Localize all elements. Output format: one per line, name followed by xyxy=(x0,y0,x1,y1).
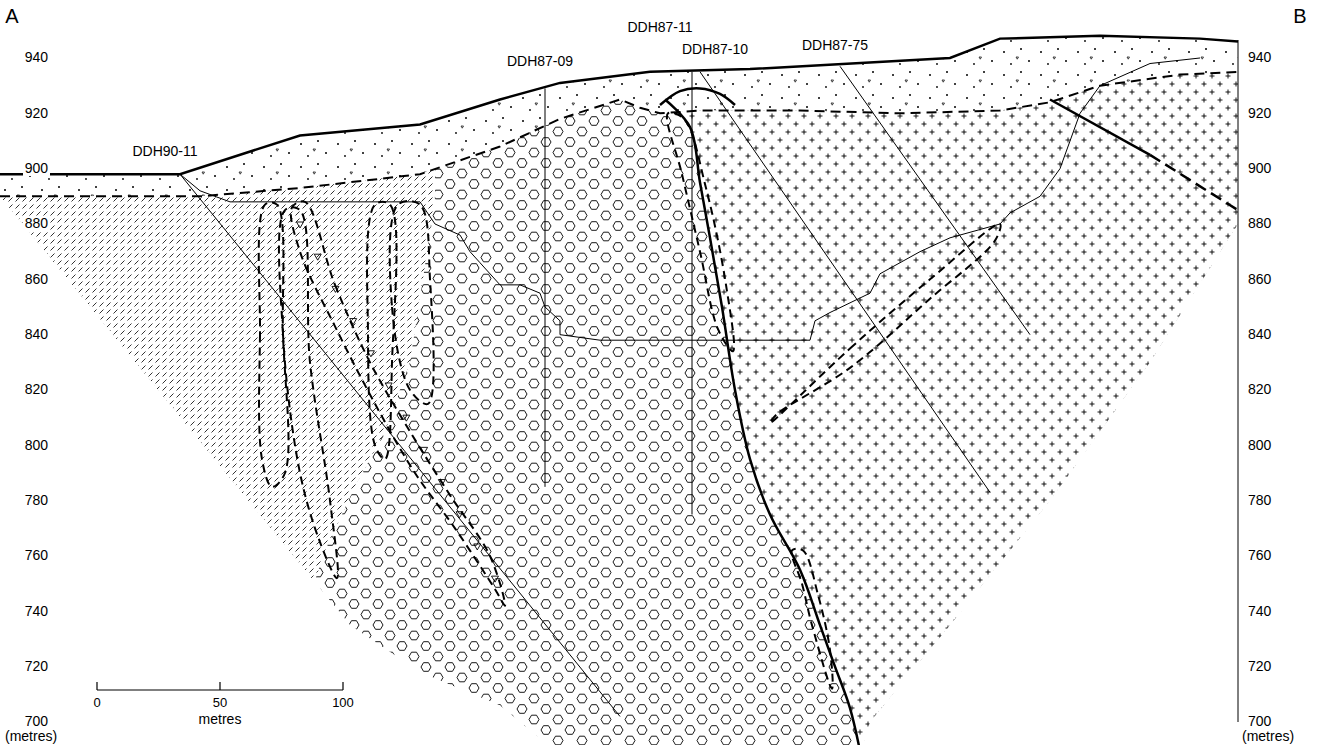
contact-arc xyxy=(660,88,735,105)
axis-unit: (metres) xyxy=(1240,729,1296,744)
elevation-tick: 760 xyxy=(1246,548,1273,563)
fault-line xyxy=(1050,99,1150,154)
elevation-tick: 900 xyxy=(1246,161,1273,176)
elevation-tick: 880 xyxy=(23,216,50,231)
elevation-tick: 940 xyxy=(1246,50,1273,65)
breccia-triangle xyxy=(385,383,392,389)
drill-hole xyxy=(700,72,990,493)
drill-hole xyxy=(840,66,1030,334)
breccia-lens xyxy=(770,224,1001,423)
scale-value: 50 xyxy=(211,696,229,710)
breccia-triangle xyxy=(421,447,428,453)
breccia-triangle xyxy=(438,480,445,486)
breccia-lens xyxy=(390,201,434,404)
breccia-lens xyxy=(279,207,338,578)
elevation-tick: 700 xyxy=(23,714,50,729)
drillhole-name: DDH87-75 xyxy=(800,38,870,53)
drillhole-name: DDH87-10 xyxy=(680,42,750,57)
axis-line xyxy=(1238,40,1239,722)
breccia-lens xyxy=(259,202,289,487)
fault-line-inferred xyxy=(1150,155,1238,210)
elevation-tick: 820 xyxy=(1246,382,1273,397)
drillhole-name: DDH87-11 xyxy=(625,20,694,35)
scale-unit: metres xyxy=(197,712,244,727)
elevation-tick: 720 xyxy=(23,659,50,674)
elevation-tick: 860 xyxy=(1246,272,1273,287)
elevation-tick: 860 xyxy=(23,272,50,287)
elevation-tick: 760 xyxy=(23,548,50,563)
elevation-tick: 700 xyxy=(1246,714,1273,729)
breccia-triangle xyxy=(403,415,410,421)
elevation-tick: 900 xyxy=(23,161,50,176)
oxidation-limit xyxy=(180,58,1200,340)
drill-hole xyxy=(692,72,693,515)
breccia-triangle xyxy=(474,544,481,550)
breccia-triangle xyxy=(367,351,374,357)
bedrock-surface xyxy=(0,72,1238,197)
slash-unit xyxy=(0,3,435,745)
elevation-tick: 740 xyxy=(1246,604,1273,619)
breccia-triangle xyxy=(314,254,321,260)
plus-unit xyxy=(665,3,1300,745)
elevation-tick: 840 xyxy=(1246,327,1273,342)
section-end-letter: B xyxy=(1291,5,1308,27)
elevation-tick: 720 xyxy=(1246,659,1273,674)
axis-unit: (metres) xyxy=(3,729,59,744)
elevation-tick: 740 xyxy=(23,604,50,619)
ground-surface xyxy=(0,36,1238,174)
elevation-tick: 920 xyxy=(1246,106,1273,121)
drill-hole xyxy=(180,174,620,716)
elevation-tick: 800 xyxy=(1246,438,1273,453)
elevation-tick: 780 xyxy=(23,493,50,508)
elevation-tick: 840 xyxy=(23,327,50,342)
elevation-tick: 800 xyxy=(23,438,50,453)
scale-value: 100 xyxy=(330,696,356,710)
breccia-lens xyxy=(791,549,832,689)
breccia-triangle xyxy=(350,319,357,325)
breccia-triangle xyxy=(492,576,499,582)
breccia-lens xyxy=(291,201,505,605)
plus-unit-ground xyxy=(665,3,1300,745)
rock-units xyxy=(0,3,1300,745)
scale-value: 0 xyxy=(91,696,102,710)
breccia-lens xyxy=(367,202,396,459)
elevation-tick: 940 xyxy=(23,50,50,65)
elevation-tick: 780 xyxy=(1246,493,1273,508)
elevation-tick: 880 xyxy=(1246,216,1273,231)
breccia-triangle xyxy=(332,286,339,292)
breccia-triangle xyxy=(297,222,304,228)
slash-unit-ground xyxy=(0,3,435,745)
scale-bar xyxy=(97,682,343,690)
breccia-triangle xyxy=(456,512,463,518)
elevation-tick: 920 xyxy=(23,106,50,121)
drillhole-name: DDH87-09 xyxy=(505,54,575,69)
fault-line xyxy=(665,99,862,745)
elevation-tick: 820 xyxy=(23,382,50,397)
drillhole-name: DDH90-11 xyxy=(130,144,199,159)
drill-hole xyxy=(545,88,546,486)
section-end-letter: A xyxy=(3,5,20,27)
